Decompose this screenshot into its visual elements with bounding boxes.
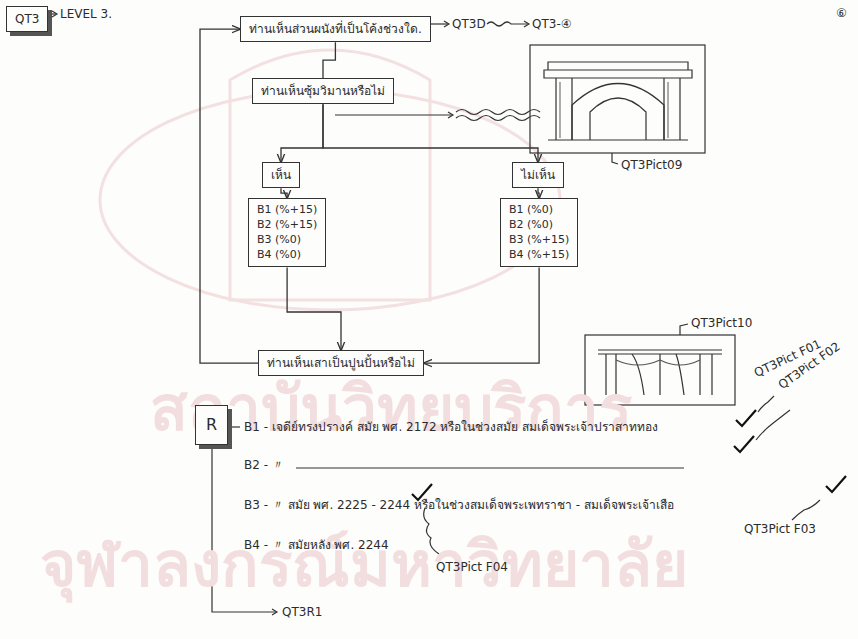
arrow-tip	[448, 112, 453, 118]
reference-code: QT3-④	[532, 17, 572, 31]
score-list: B1 (%+15)B2 (%+15)B3 (%0)B4 (%0)	[248, 198, 326, 267]
picture-label: QT3Pict10	[691, 316, 752, 330]
node-text: ท่านเห็นซุ้มวิมานหรือไม่	[261, 83, 385, 99]
arrow-tip	[444, 21, 449, 27]
answer-box: ไม่เห็น	[512, 162, 564, 188]
watermark-emblem	[100, 50, 560, 310]
connector	[323, 42, 335, 78]
crossed-out-text	[456, 110, 540, 121]
level-label: LEVEL 3.	[60, 7, 112, 21]
connector	[281, 104, 323, 162]
leader-squiggle	[758, 396, 774, 412]
node-text: B1 (%+15)	[257, 203, 317, 218]
picture-label: QT3Pict F04	[436, 560, 508, 574]
connector	[281, 188, 287, 198]
node-text: B3 (%0)	[257, 233, 317, 248]
page-number: ⑥	[836, 6, 847, 20]
node-text: B4 (%+15)	[509, 248, 569, 263]
result-line: B1 - เจดีย์ทรงปรางค์ สมัย พศ. 2172 หรือใ…	[244, 420, 658, 434]
leader-line	[335, 114, 452, 115]
arch-illustration	[530, 45, 705, 153]
node-text: B2 (%+15)	[257, 218, 317, 233]
question-box: ท่านเห็นเสาเป็นปูนปั้นหรือไม่	[258, 350, 424, 376]
connector	[200, 29, 258, 363]
node-text: เห็น	[271, 167, 291, 183]
score-list: B1 (%0)B2 (%0)B3 (%+15)B4 (%+15)	[500, 198, 578, 267]
leader-line	[612, 153, 618, 164]
arrow-tip	[272, 609, 277, 615]
reference-code: QT3R1	[282, 605, 322, 619]
picture-label: QT3Pict F03	[744, 522, 816, 536]
leader-line	[680, 324, 688, 335]
question-box: ท่านเห็นซุ้มวิมานหรือไม่	[252, 78, 394, 104]
connector	[323, 104, 538, 162]
node-text: B3 (%+15)	[509, 233, 569, 248]
picture-label: QT3Pict09	[621, 158, 682, 172]
arrow-tip	[52, 11, 57, 17]
connector	[538, 188, 539, 198]
blank-line	[296, 467, 684, 468]
node-text: ไม่เห็น	[521, 167, 555, 183]
result-line: B3 - 〃 สมัย พศ. 2225 - 2244 หรือในช่วงสม…	[244, 498, 674, 512]
leader-squiggle	[487, 22, 528, 26]
reference-code: QT3D	[452, 17, 486, 31]
node-text: ท่านเห็นเสาเป็นปูนปั้นหรือไม่	[267, 355, 415, 371]
node-text: B1 (%0)	[509, 203, 569, 218]
node-text: QT3	[15, 11, 39, 27]
answer-box: เห็น	[262, 162, 300, 188]
node-text: R	[206, 414, 217, 436]
node-text: B4 (%0)	[257, 248, 317, 263]
node-text: ท่านเห็นส่วนผนังที่เป็นโค้งช่วงใด.	[249, 21, 422, 37]
result-line: B2 - 〃	[244, 458, 284, 472]
result-line: B4 - 〃 สมัยหลัง พศ. 2244	[244, 538, 389, 552]
result-tag: R	[195, 405, 228, 445]
leader-squiggle	[792, 500, 820, 520]
section-tag: QT3	[6, 6, 48, 32]
node-text: B2 (%0)	[509, 218, 569, 233]
connector	[424, 267, 539, 363]
arrow-tip	[524, 21, 529, 27]
question-box: ท่านเห็นส่วนผนังที่เป็นโค้งช่วงใด.	[240, 16, 431, 42]
connector	[287, 267, 341, 350]
leader-squiggle	[756, 410, 790, 440]
